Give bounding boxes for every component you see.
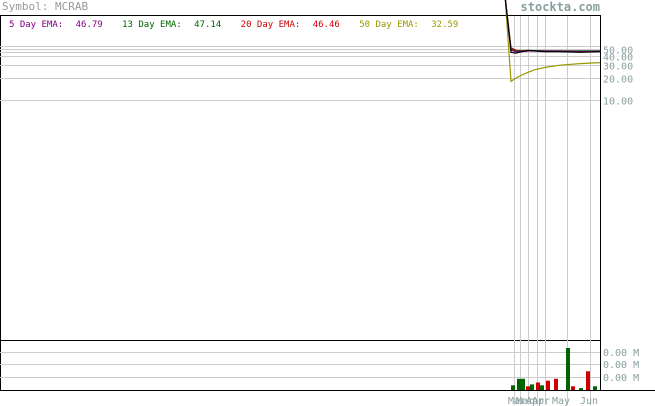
price-grid [0,16,600,405]
legend-item-ema5: 5 Day EMA: 46.79 [9,20,110,30]
volume-bar [554,378,558,390]
legend-item-ema20: 20 Day EMA: 46.46 [241,20,347,30]
volume-bar [586,371,590,390]
price-y-tick-label: 40.00 [603,53,633,64]
x-tick-label: Jun [580,396,598,406]
ema-legend: 5 Day EMA: 46.79 13 Day EMA: 47.14 20 Da… [9,20,472,30]
series-line-5-day-ema [504,0,601,53]
series-line-13-day-ema [504,0,600,52]
legend-item-ema13: 13 Day EMA: 47.14 [122,20,228,30]
volume-bar [536,382,540,390]
volume-bar [521,378,525,390]
brand-logo-text[interactable]: stockta.com [520,0,600,14]
x-tick-label: May [552,396,570,406]
legend-item-ema50: 50 Day EMA: 32.59 [359,20,465,30]
volume-y-tick-label: 0.00 M [603,373,639,384]
legend-value: 47.14 [194,20,222,30]
volume-bar [530,384,534,390]
x-tick-label: Mar [508,396,526,406]
legend-label: 20 Day EMA: [240,20,301,30]
volume-bar [571,386,575,390]
volume-y-tick-label: 0.00 M [603,348,639,359]
volume-bar [511,385,515,390]
price-y-tick-label: 20.00 [603,75,633,86]
legend-label: 50 Day EMA: [359,20,419,30]
legend-value: 32.59 [431,20,459,30]
legend-label: 13 Day EMA: [122,20,182,30]
price-y-tick-label: 30.00 [603,62,633,73]
volume-bar [579,388,583,390]
volume-bar [593,386,597,390]
volume-bar [546,380,550,390]
price-panel-frame [0,15,601,341]
volume-panel-frame [0,340,601,391]
volume-y-tick-label: 0.00 M [603,360,639,371]
x-tick-label: Apr [526,396,544,406]
volume-bar [517,378,521,390]
symbol-title: Symbol: MCRAB [2,0,89,13]
volume-y-axis: 0.00 M0.00 M0.00 M [603,348,639,384]
series-line-50-day-ema [504,0,601,83]
volume-bars [511,348,597,390]
series-line-20-day-ema [504,0,601,52]
price-y-tick-label: 50.00 [603,46,633,57]
legend-label: 5 Day EMA: [9,20,64,30]
price-lines [504,0,601,83]
volume-grid [0,352,655,391]
series-line-price [504,0,601,54]
legend-value: 46.46 [312,20,340,30]
x-tick-label: Apr [532,396,550,406]
price-y-tick-label: 10.00 [603,97,633,108]
volume-bar [566,348,570,390]
legend-value: 46.79 [75,20,103,30]
volume-bar [540,385,544,390]
volume-bar [526,386,530,390]
x-tick-label: Mar [516,396,534,406]
